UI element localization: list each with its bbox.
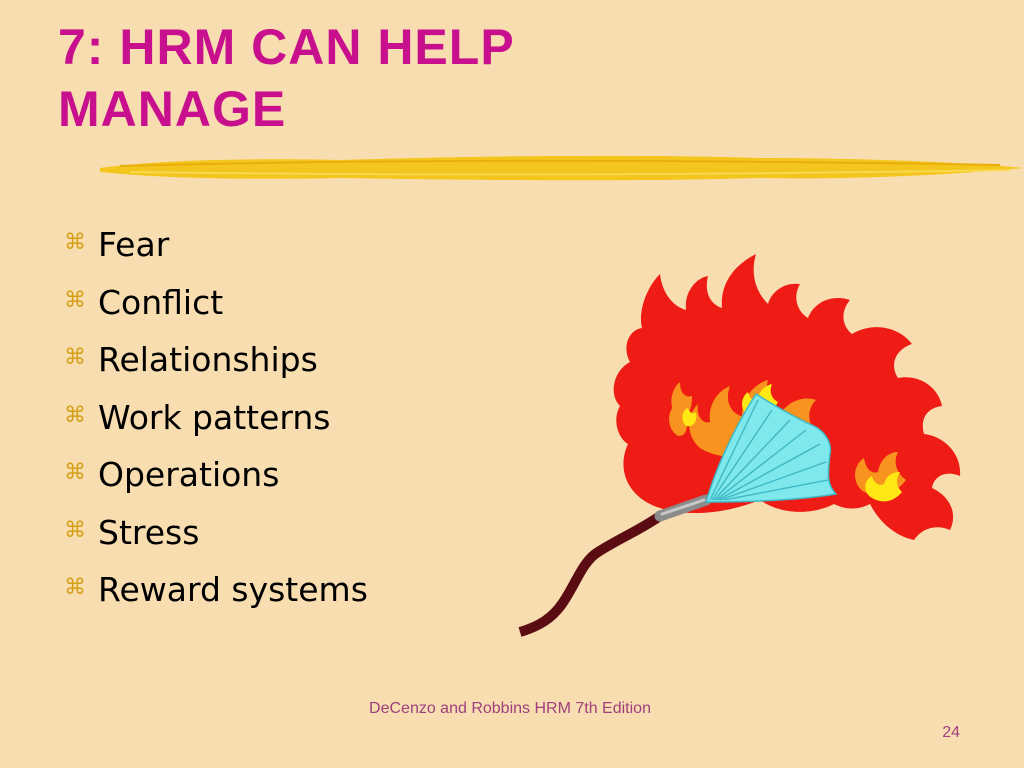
bullet-text: Conflict [98,282,224,322]
bullet-text: Fear [98,225,170,265]
bullet-text: Stress [98,512,200,552]
title-underline-brushstroke [100,155,1024,181]
slide-title: 7: HRM CAN HELP MANAGE [58,16,698,140]
cmd-bullet-icon: ⌘ [64,345,86,371]
cmd-bullet-icon: ⌘ [64,402,86,428]
fire-flames-icon [613,254,961,540]
bullet-item: ⌘ Work patterns [64,389,368,447]
bullet-item: ⌘ Reward systems [64,561,368,619]
footer-source: DeCenzo and Robbins HRM 7th Edition [369,700,651,717]
hose-icon [518,511,663,637]
bullet-item: ⌘ Operations [64,446,368,504]
slide-title-line-2: MANAGE [58,81,287,137]
cmd-bullet-icon: ⌘ [64,230,86,256]
bullet-text: Reward systems [98,570,368,610]
cmd-bullet-icon: ⌘ [64,460,86,486]
bullet-text: Operations [98,455,280,495]
bullet-list: ⌘ Fear ⌘ Conflict ⌘ Relationships ⌘ Work… [64,216,368,619]
bullet-text: Work patterns [98,397,331,437]
cmd-bullet-icon: ⌘ [64,517,86,543]
cmd-bullet-icon: ⌘ [64,287,86,313]
page-number: 24 [942,724,960,741]
bullet-item: ⌘ Fear [64,216,368,274]
fire-hose-icon [518,254,961,637]
slide-title-line-1: 7: HRM CAN HELP [58,19,515,75]
bullet-text: Relationships [98,340,318,380]
cmd-bullet-icon: ⌘ [64,575,86,601]
bullet-item: ⌘ Relationships [64,331,368,389]
water-spray-icon [704,392,838,503]
bullet-item: ⌘ Conflict [64,274,368,332]
bullet-item: ⌘ Stress [64,504,368,562]
